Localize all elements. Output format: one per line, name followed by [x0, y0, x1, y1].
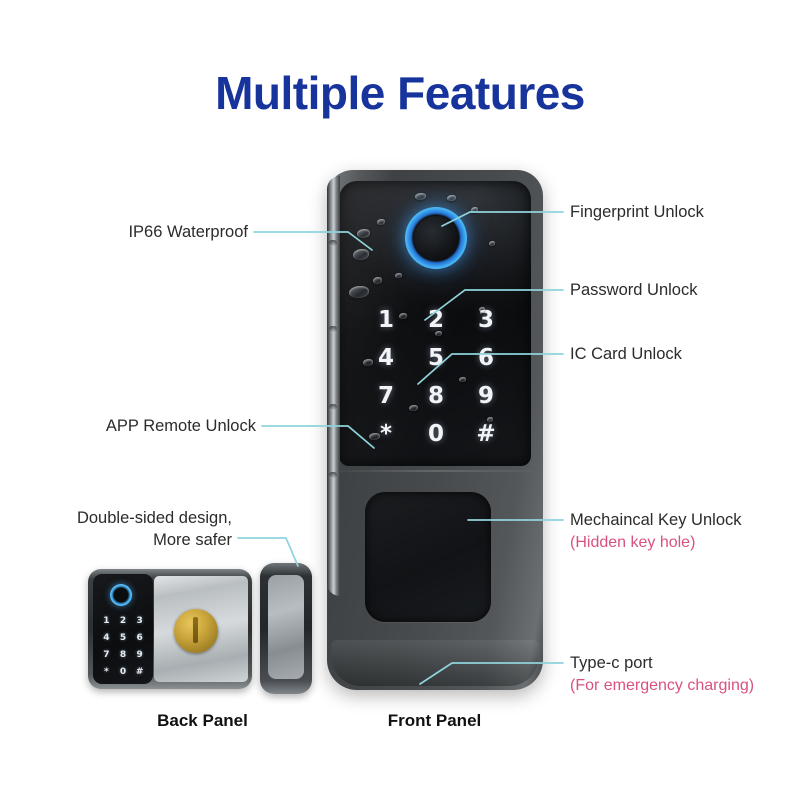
keypad-key: * — [103, 666, 109, 677]
keypad-key[interactable]: 5 — [427, 345, 444, 371]
water-droplet-icon — [435, 331, 442, 336]
water-droplet-icon — [377, 219, 385, 225]
callout-ip66-waterproof: IP66 Waterproof — [0, 222, 248, 244]
keypad-key[interactable]: 7 — [377, 383, 394, 409]
keypad-key[interactable]: 2 — [427, 307, 444, 333]
back-panel-side-module — [260, 563, 312, 694]
back-panel-caption: Back Panel — [157, 711, 248, 730]
callout-type-c-port: Type-c port (For emergency charging) — [570, 653, 754, 696]
keypad-key[interactable]: 4 — [377, 345, 394, 371]
keypad-key[interactable]: 0 — [427, 421, 444, 447]
callout-app-remote-unlock: APP Remote Unlock — [0, 416, 256, 438]
back-panel-side-module-face — [268, 575, 304, 679]
front-panel-side-rail — [327, 176, 340, 596]
water-droplet-icon — [353, 249, 369, 260]
callout-sublabel: (For emergency charging) — [570, 676, 755, 694]
keypad-key[interactable]: 6 — [477, 345, 494, 371]
callout-fingerprint-unlock: Fingerprint Unlock — [570, 202, 704, 224]
callout-label: IC Card Unlock — [570, 345, 682, 363]
page-title: Multiple Features — [215, 67, 585, 119]
water-droplet-icon — [395, 273, 402, 278]
callout-label: APP Remote Unlock — [105, 417, 256, 435]
callout-label: IP66 Waterproof — [128, 223, 248, 241]
keypad-key[interactable]: # — [476, 421, 496, 447]
keypad-key: 2 — [119, 615, 127, 626]
front-panel-device: 1 2 3 4 5 6 7 8 9 * 0 # — [327, 170, 543, 690]
brass-lock-knob-icon — [174, 609, 218, 653]
water-droplet-icon — [357, 229, 370, 238]
keypad-key: 5 — [119, 632, 127, 643]
water-droplet-icon — [349, 286, 369, 298]
water-droplet-icon — [471, 207, 478, 213]
front-panel-bottom-lip — [331, 640, 539, 686]
back-panel-keypad: 1 2 3 4 5 6 7 8 9 * 0 # — [98, 612, 148, 680]
keypad-key: 7 — [103, 649, 110, 660]
keypad-key[interactable]: 8 — [427, 383, 444, 409]
callout-sublabel: (Hidden key hole) — [570, 533, 696, 551]
callout-label: Double-sided design, — [76, 509, 232, 527]
callout-label: Mechaincal Key Unlock — [570, 511, 742, 529]
water-droplet-icon — [487, 417, 493, 422]
keypad-key: 0 — [119, 666, 127, 677]
callout-mechanical-key-unlock: Mechaincal Key Unlock (Hidden key hole) — [570, 510, 742, 553]
keypad-key[interactable]: 9 — [477, 383, 494, 409]
back-panel-device: 1 2 3 4 5 6 7 8 9 * 0 # — [88, 563, 314, 695]
front-panel-seam — [337, 470, 533, 472]
keypad-key: # — [135, 666, 144, 677]
keypad-key: 4 — [103, 632, 110, 643]
water-droplet-icon — [373, 277, 382, 284]
keypad-key: 9 — [136, 649, 143, 660]
keypad-key: 3 — [136, 615, 143, 626]
rail-notch-icon — [329, 326, 337, 333]
callout-password-unlock: Password Unlock — [570, 280, 697, 302]
water-droplet-icon — [415, 193, 426, 200]
callout-label-line2: More safer — [153, 530, 232, 549]
back-panel-main-body: 1 2 3 4 5 6 7 8 9 * 0 # — [88, 569, 252, 689]
keypad-key[interactable]: * — [379, 421, 393, 447]
front-panel-glass-screen: 1 2 3 4 5 6 7 8 9 * 0 # — [339, 181, 531, 466]
front-panel-caption: Front Panel — [387, 711, 482, 730]
callout-label: Password Unlock — [570, 281, 698, 299]
water-droplet-icon — [399, 313, 407, 319]
rail-notch-icon — [329, 240, 337, 247]
back-panel-fingerprint-icon — [110, 584, 132, 606]
callout-label: Type-c port — [570, 654, 653, 672]
callout-double-sided-design: Double-sided design, More safer — [0, 508, 232, 552]
leader-double-sided-design — [237, 537, 299, 567]
callout-label: Fingerprint Unlock — [570, 203, 704, 221]
rail-notch-icon — [329, 404, 337, 411]
back-panel-keypad-module: 1 2 3 4 5 6 7 8 9 * 0 # — [93, 574, 153, 684]
water-droplet-icon — [363, 359, 373, 366]
keypad-key: 1 — [103, 615, 110, 626]
keypad-key: 6 — [136, 632, 143, 643]
water-droplet-icon — [447, 195, 456, 201]
water-droplet-icon — [489, 241, 495, 246]
front-panel-keypad[interactable]: 1 2 3 4 5 6 7 8 9 * 0 # — [361, 301, 511, 453]
hidden-keyhole-cover[interactable] — [365, 492, 491, 622]
callout-ic-card-unlock: IC Card Unlock — [570, 344, 682, 366]
rail-notch-icon — [329, 472, 337, 479]
keypad-key: 8 — [119, 649, 127, 660]
water-droplet-icon — [409, 405, 418, 411]
back-panel-metal-plate — [154, 576, 248, 682]
fingerprint-sensor-icon[interactable] — [405, 207, 467, 269]
keypad-key[interactable]: 1 — [377, 307, 394, 333]
